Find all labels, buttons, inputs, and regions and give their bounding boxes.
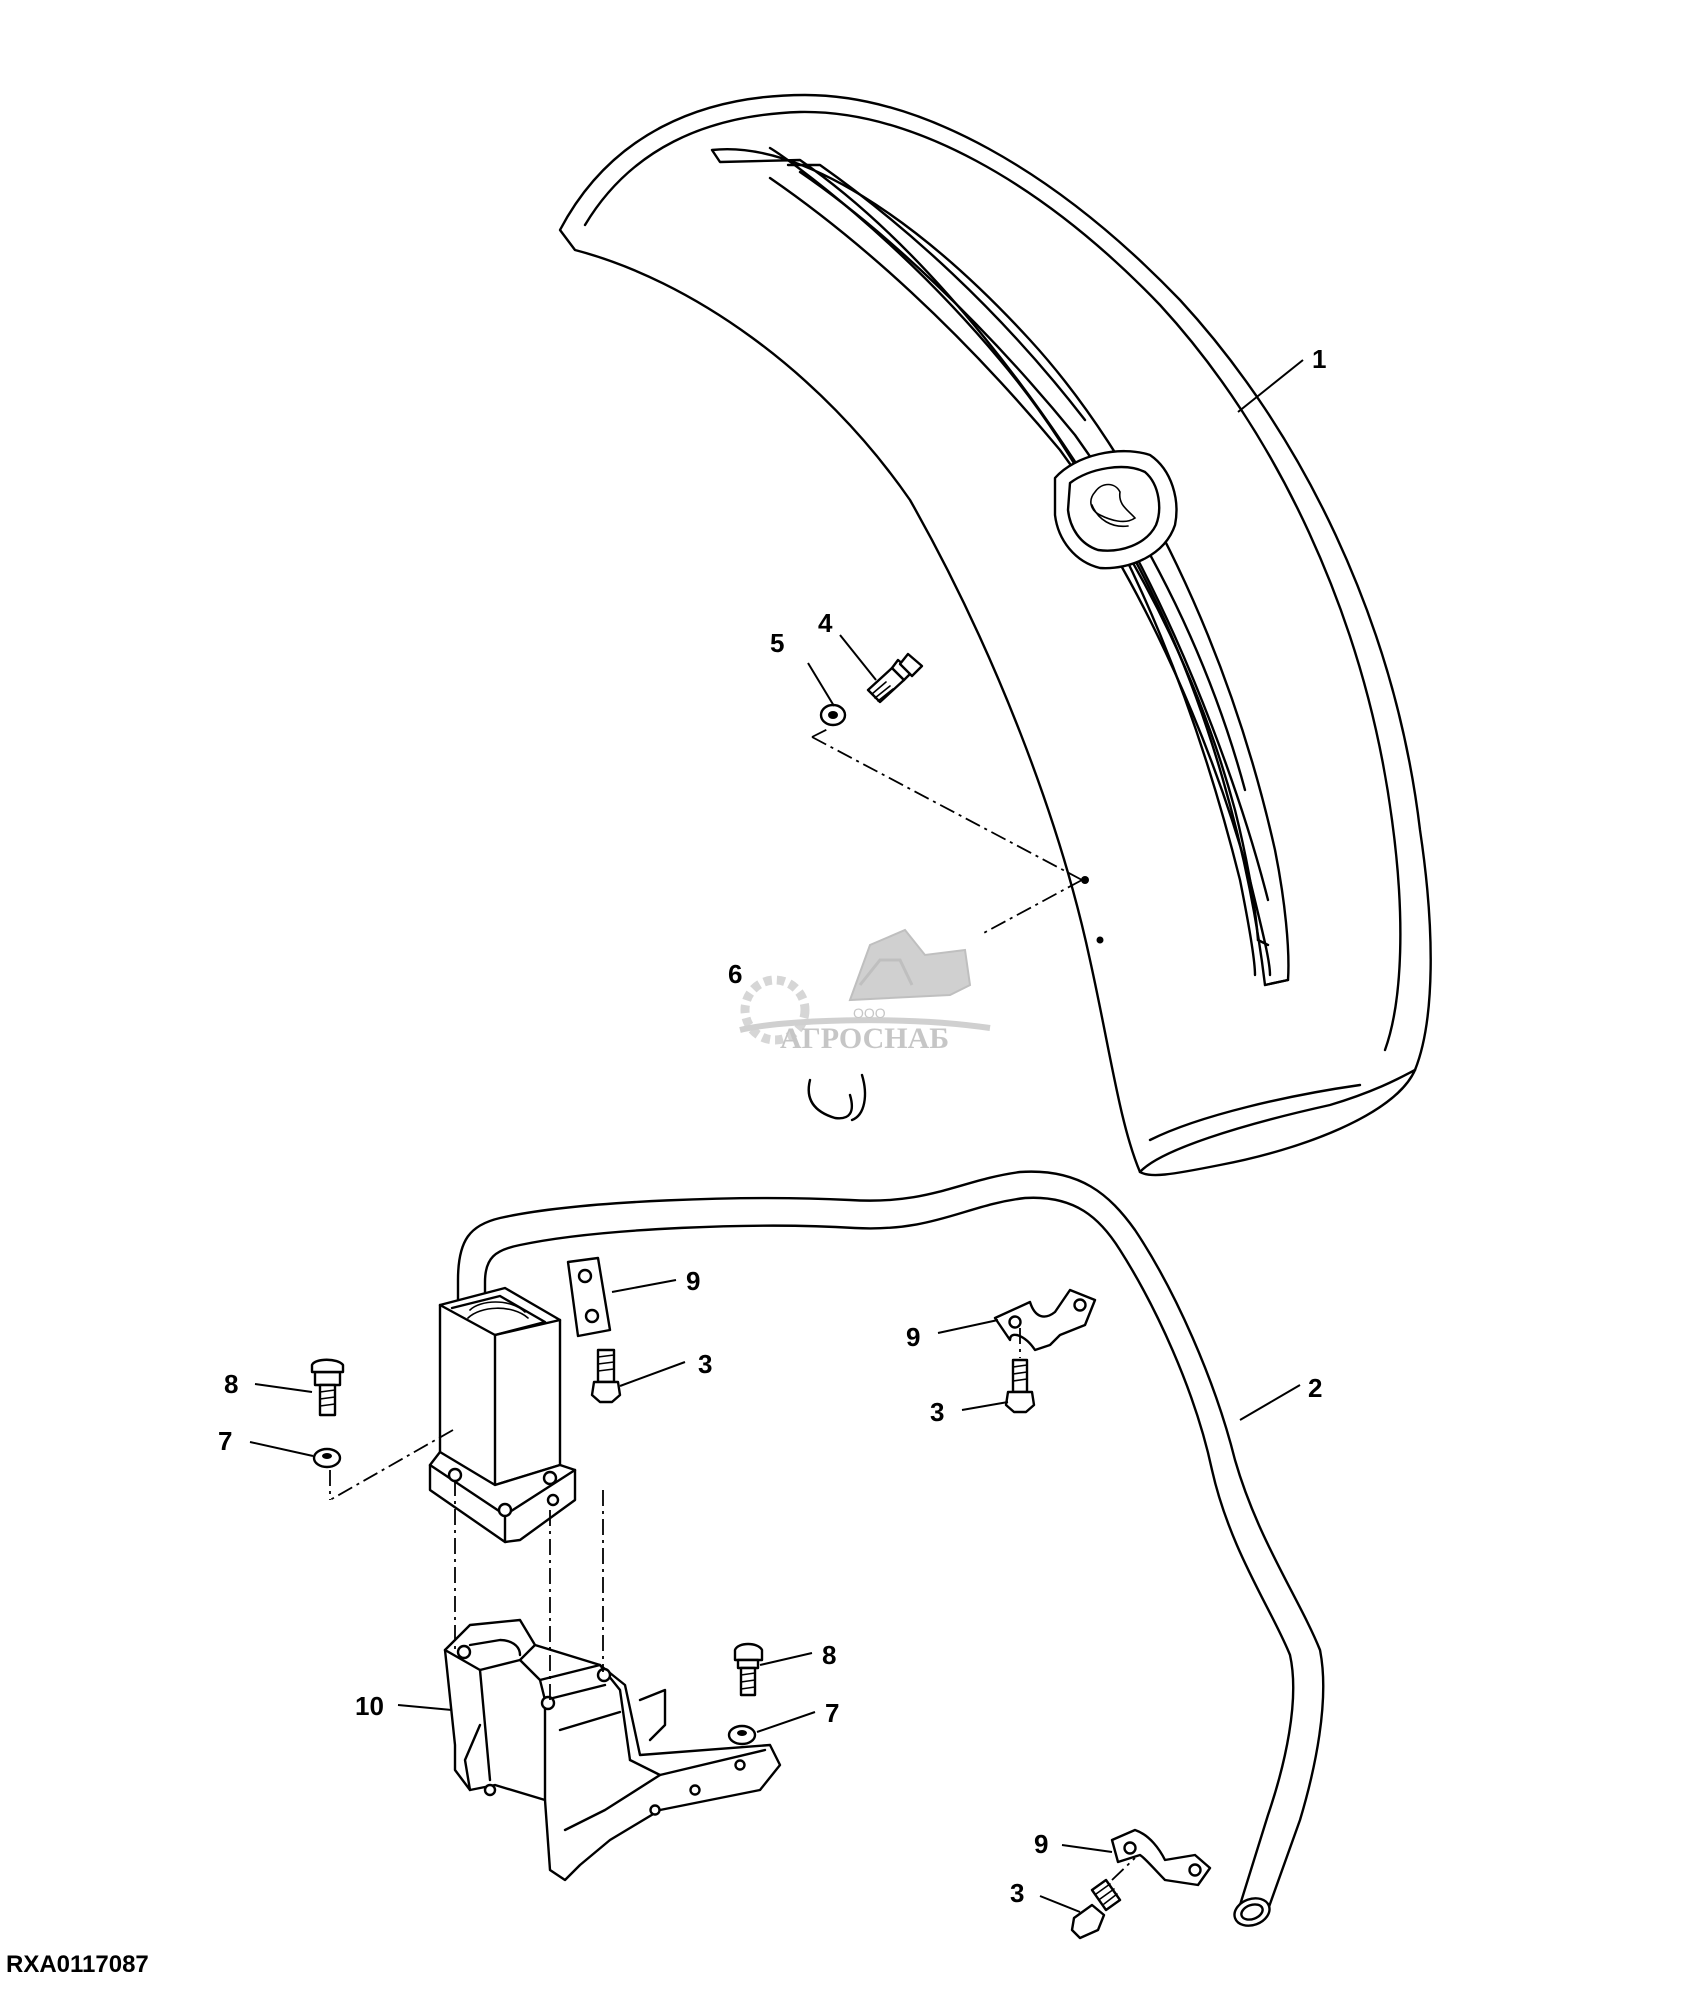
mount-bracket <box>443 1618 782 1882</box>
bolt-8-left <box>310 1358 345 1417</box>
washer-5 <box>819 703 847 727</box>
callout-9-lower: 9 <box>1034 1829 1048 1859</box>
clamp-9-upper-left <box>566 1256 612 1338</box>
figure-id: RXA0117087 <box>6 1951 149 1978</box>
bolt-8-right <box>733 1642 764 1697</box>
washer-7-left <box>312 1447 342 1469</box>
callout-labels: 1 2 3 3 3 4 5 6 7 7 8 8 9 9 9 10 <box>218 344 1326 1908</box>
leader-lines <box>249 359 1304 1913</box>
brand-emblem <box>1053 449 1178 570</box>
screw-3-lower <box>1070 1878 1122 1940</box>
square-tube-base <box>428 1286 577 1544</box>
callout-6: 6 <box>728 959 742 989</box>
small-bracket-part-6 <box>807 1073 867 1122</box>
callout-10: 10 <box>355 1691 384 1721</box>
callout-8-left: 8 <box>224 1369 238 1399</box>
exhaust-pipe <box>456 1170 1325 1927</box>
callout-1: 1 <box>1312 344 1326 374</box>
clamp-9-lower <box>1110 1828 1212 1887</box>
screw-3-middle <box>1004 1358 1036 1414</box>
washer-7-right <box>727 1724 757 1746</box>
callout-7-left: 7 <box>218 1426 232 1456</box>
callout-9-middle: 9 <box>906 1322 920 1352</box>
callout-8-right: 8 <box>822 1640 836 1670</box>
watermark-logo: ООО АГРОСНАБ <box>739 928 991 1055</box>
callout-4: 4 <box>818 608 833 638</box>
screw-3-upper-left <box>590 1348 622 1404</box>
callout-3-upper: 3 <box>698 1349 712 1379</box>
callout-3-lower: 3 <box>1010 1878 1024 1908</box>
watermark-small-text: ООО <box>853 1005 886 1021</box>
callout-9-upper: 9 <box>686 1266 700 1296</box>
watermark-brand-text: АГРОСНАБ <box>780 1022 949 1055</box>
fender <box>558 93 1432 1177</box>
clamp-9-middle <box>993 1288 1097 1352</box>
callout-7-right: 7 <box>825 1698 839 1728</box>
callout-3-middle: 3 <box>930 1397 944 1427</box>
bolt-4 <box>866 652 924 704</box>
callout-5: 5 <box>770 628 784 658</box>
callout-2: 2 <box>1308 1373 1322 1403</box>
